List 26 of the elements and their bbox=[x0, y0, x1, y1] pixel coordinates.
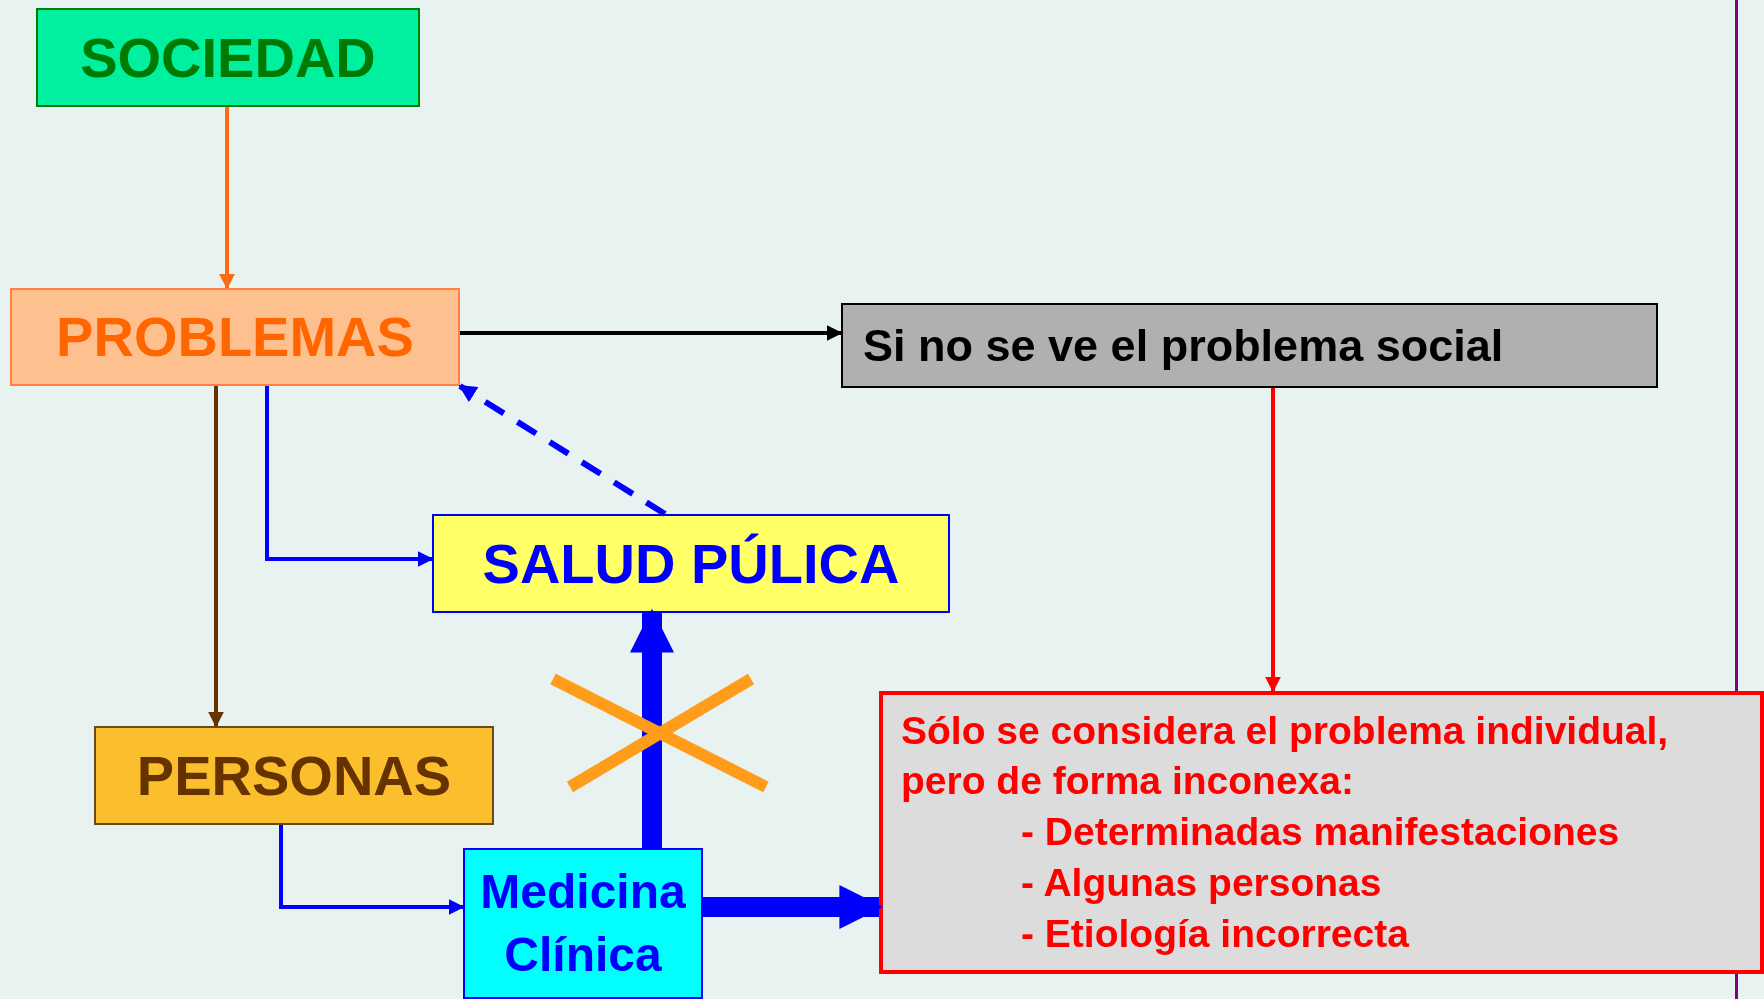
arrow bbox=[219, 107, 235, 290]
arrow bbox=[458, 383, 667, 517]
box-text: PERSONAS bbox=[136, 742, 452, 809]
box-text: Si no se ve el problema social bbox=[863, 318, 1504, 373]
text-box bbox=[94, 726, 494, 825]
box-text: - Etiología incorrecta bbox=[1020, 910, 1409, 957]
text-box bbox=[10, 288, 460, 386]
arrow bbox=[279, 825, 465, 915]
box-text: SOCIEDAD bbox=[80, 24, 376, 91]
box-text: Sólo se considera el problema individual, pero de forma inconexa: bbox=[901, 707, 1670, 805]
arrow bbox=[630, 608, 674, 848]
box-text: PROBLEMAS bbox=[56, 304, 414, 370]
arrow bbox=[265, 386, 434, 567]
text-box bbox=[463, 848, 703, 999]
text-box bbox=[432, 514, 950, 613]
box-text: - Determinadas manifestaciones bbox=[1020, 809, 1620, 856]
box-text: - Algunas personas bbox=[1020, 859, 1382, 906]
text-box bbox=[879, 691, 1764, 974]
arrow bbox=[208, 386, 224, 728]
arrow bbox=[460, 325, 843, 341]
box-text: Medicina Clínica bbox=[479, 864, 687, 983]
text-box bbox=[841, 303, 1658, 388]
box-text: SALUD PÚLICA bbox=[482, 530, 900, 597]
text-box bbox=[36, 8, 420, 107]
arrow bbox=[703, 885, 884, 929]
arrow bbox=[1265, 388, 1281, 693]
